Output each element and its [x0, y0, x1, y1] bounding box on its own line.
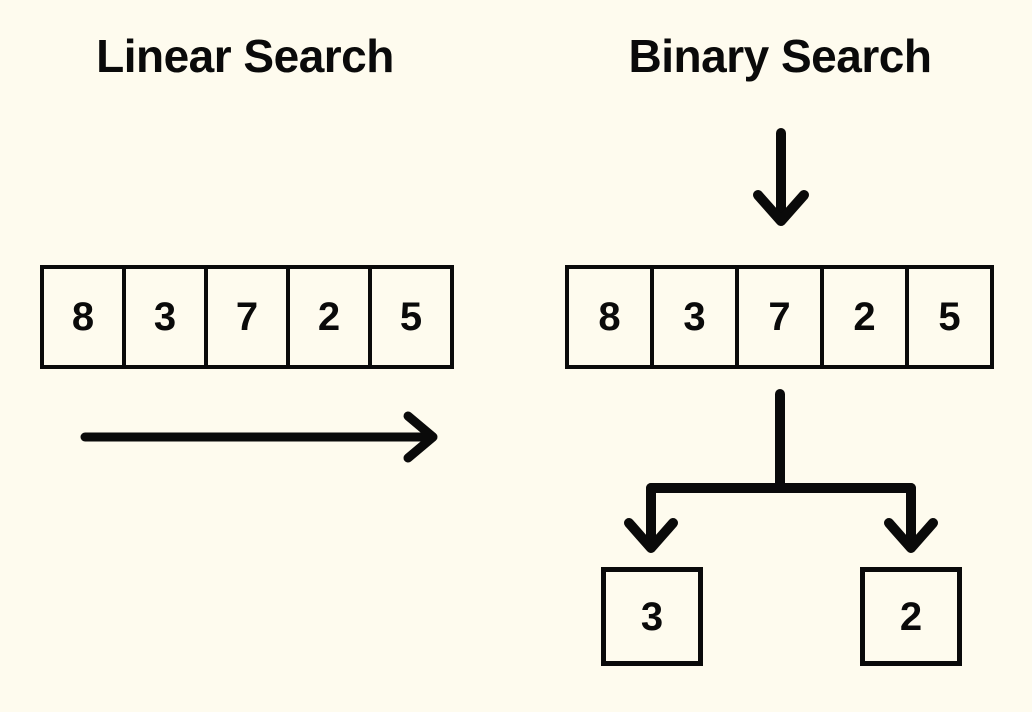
midpoint-probe-arrow-icon [753, 128, 809, 226]
left-to-right-scan-arrow-icon [80, 411, 438, 463]
left-half-result-box: 3 [601, 567, 703, 666]
array-cell: 8 [565, 265, 654, 369]
linear-search-array: 8 3 7 2 5 [40, 265, 454, 369]
binary-search-array: 8 3 7 2 5 [565, 265, 994, 369]
right-half-result-box: 2 [860, 567, 962, 666]
array-cell: 7 [204, 265, 290, 369]
binary-split-connector-icon [624, 389, 938, 553]
array-cell: 2 [286, 265, 372, 369]
array-cell: 3 [122, 265, 208, 369]
array-cell: 2 [820, 265, 909, 369]
array-cell: 7 [735, 265, 824, 369]
array-cell: 3 [650, 265, 739, 369]
array-cell: 8 [40, 265, 126, 369]
array-cell: 5 [368, 265, 454, 369]
linear-search-title: Linear Search [96, 30, 394, 82]
binary-search-title: Binary Search [628, 30, 932, 82]
array-cell: 5 [905, 265, 994, 369]
